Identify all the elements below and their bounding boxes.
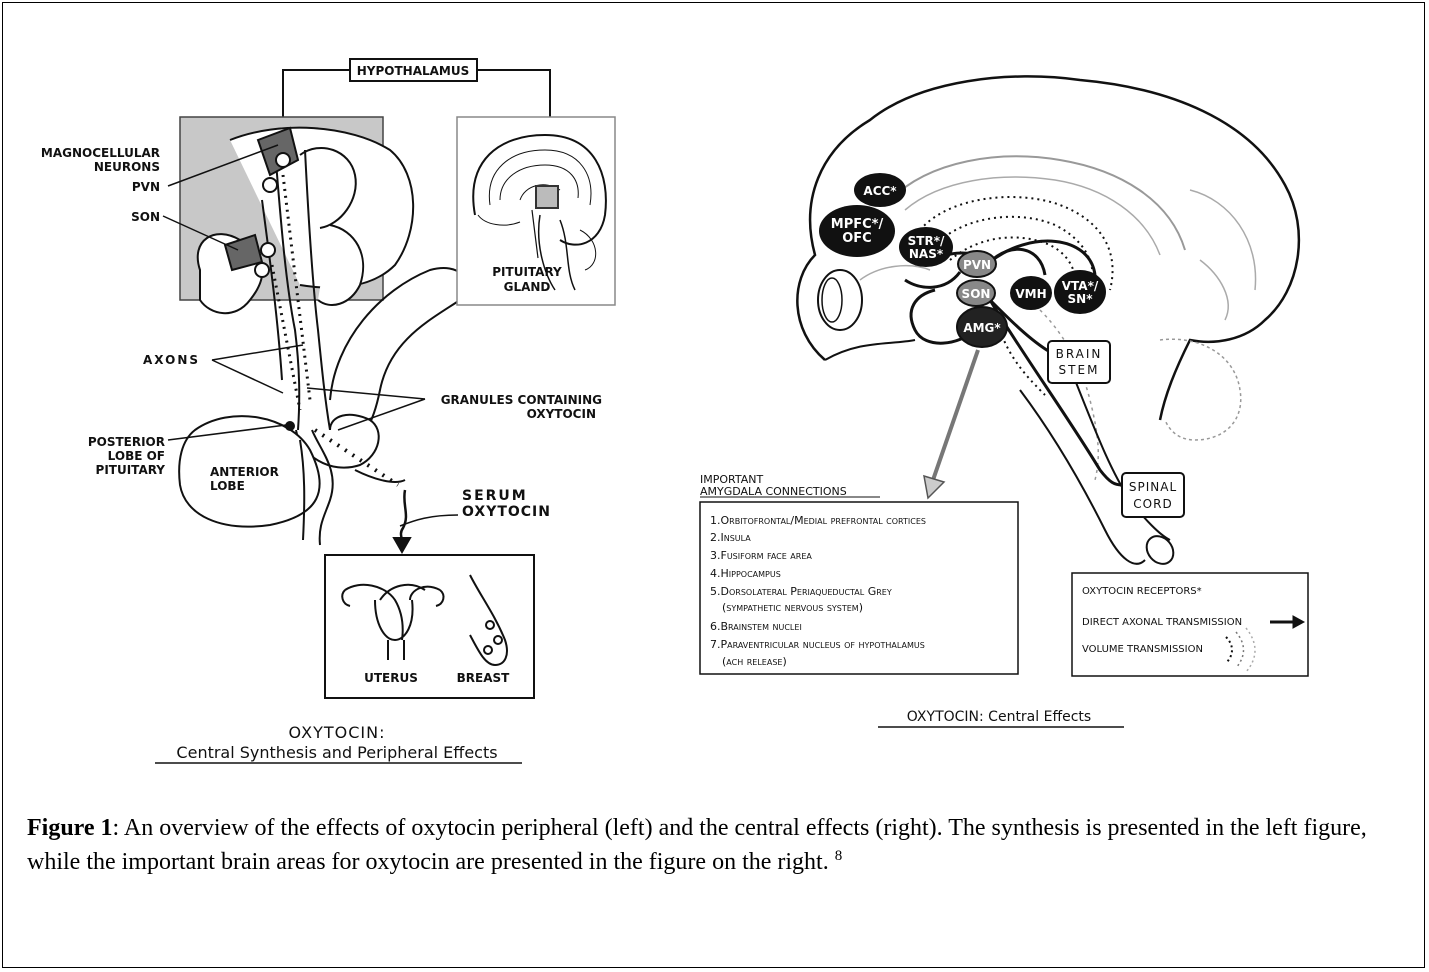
- hypothalamus-label: HYPOTHALAMUS: [357, 64, 470, 78]
- node-mpfc-label-2: OFC: [842, 231, 871, 246]
- anterior-lobe-label-2: LOBE: [210, 479, 245, 493]
- magnocellular-label-1: MAGNOCELLULAR: [41, 146, 160, 160]
- left-figure-title-1: OXYTOCIN:: [289, 723, 386, 742]
- axons-label: AXONS: [143, 353, 200, 367]
- son-label: SON: [131, 210, 160, 224]
- caption-text: : An overview of the effects of oxytocin…: [27, 815, 1367, 875]
- figure-caption: Figure 1: An overview of the effects of …: [27, 811, 1397, 879]
- granules-label-1: GRANULES CONTAINING: [441, 393, 602, 407]
- node-son-label: SON: [962, 287, 991, 301]
- amygdala-item-5-note: (sympathetic nervous system): [722, 601, 863, 614]
- node-vta-label-1: VTA*/: [1062, 279, 1099, 293]
- uterus-label: UTERUS: [364, 671, 418, 685]
- right-figure-title: OXYTOCIN: Central Effects: [907, 709, 1091, 725]
- anterior-lobe-label-1: ANTERIOR: [210, 465, 279, 479]
- node-str-label-2: NAS*: [909, 247, 944, 261]
- amygdala-item-6: 6.Brainstem nuclei: [710, 620, 802, 633]
- amygdala-item-2: 2.Insula: [710, 531, 751, 544]
- pituitary-gland-label-1: PITUITARY: [492, 265, 562, 279]
- serum-oxytocin-label-1: SERUM: [462, 488, 528, 504]
- amygdala-item-4: 4.Hippocampus: [710, 567, 781, 580]
- node-amg-label: AMG*: [963, 321, 1001, 335]
- amygdala-item-7: 7.Paraventricular nucleus of hypothalamu…: [710, 638, 925, 651]
- node-mpfc-label-1: MPFC*/: [831, 217, 884, 232]
- pvn-label: PVN: [132, 180, 160, 194]
- amygdala-item-7-note: (ach release): [722, 655, 787, 668]
- spinal-cord-label-2: CORD: [1133, 497, 1172, 511]
- serum-oxytocin-label-2: OXYTOCIN: [462, 504, 551, 520]
- node-vta-label-2: SN*: [1068, 292, 1094, 306]
- caption-reference: 8: [835, 848, 843, 864]
- magnocellular-label-2: NEURONS: [94, 160, 160, 174]
- node-pvn-label: PVN: [963, 258, 991, 272]
- left-figure-title-2: Central Synthesis and Peripheral Effects: [176, 743, 497, 762]
- amygdala-item-3: 3.Fusiform face area: [710, 549, 812, 562]
- brain-stem-label-1: BRAIN: [1056, 347, 1103, 361]
- node-vmh-label: VMH: [1015, 287, 1046, 301]
- pituitary-gland-label-2: GLAND: [504, 280, 551, 294]
- posterior-lobe-label-1: POSTERIOR: [88, 435, 165, 449]
- posterior-lobe-label-2: LOBE OF: [108, 449, 165, 463]
- amygdala-item-5: 5.Dorsolateral Periaqueductal Grey: [710, 585, 892, 598]
- legend-receptors: OXYTOCIN RECEPTORS*: [1082, 586, 1202, 597]
- posterior-lobe-label-3: PITUITARY: [96, 463, 166, 477]
- amygdala-item-1: 1.Orbitofrontal/Medial prefrontal cortic…: [710, 514, 926, 527]
- spinal-cord-label-1: SPINAL: [1129, 480, 1177, 494]
- node-acc-label: ACC*: [863, 184, 897, 198]
- amygdala-heading-2: AMYGDALA CONNECTIONS: [700, 485, 847, 498]
- legend-volume: VOLUME TRANSMISSION: [1082, 644, 1203, 655]
- legend-direct: DIRECT AXONAL TRANSMISSION: [1082, 617, 1242, 628]
- breast-label: BREAST: [457, 671, 511, 685]
- brain-stem-label-2: STEM: [1059, 363, 1100, 377]
- granules-label-2: OXYTOCIN: [527, 407, 596, 421]
- caption-label: Figure 1: [27, 815, 113, 841]
- node-str-label-1: STR*/: [908, 234, 945, 248]
